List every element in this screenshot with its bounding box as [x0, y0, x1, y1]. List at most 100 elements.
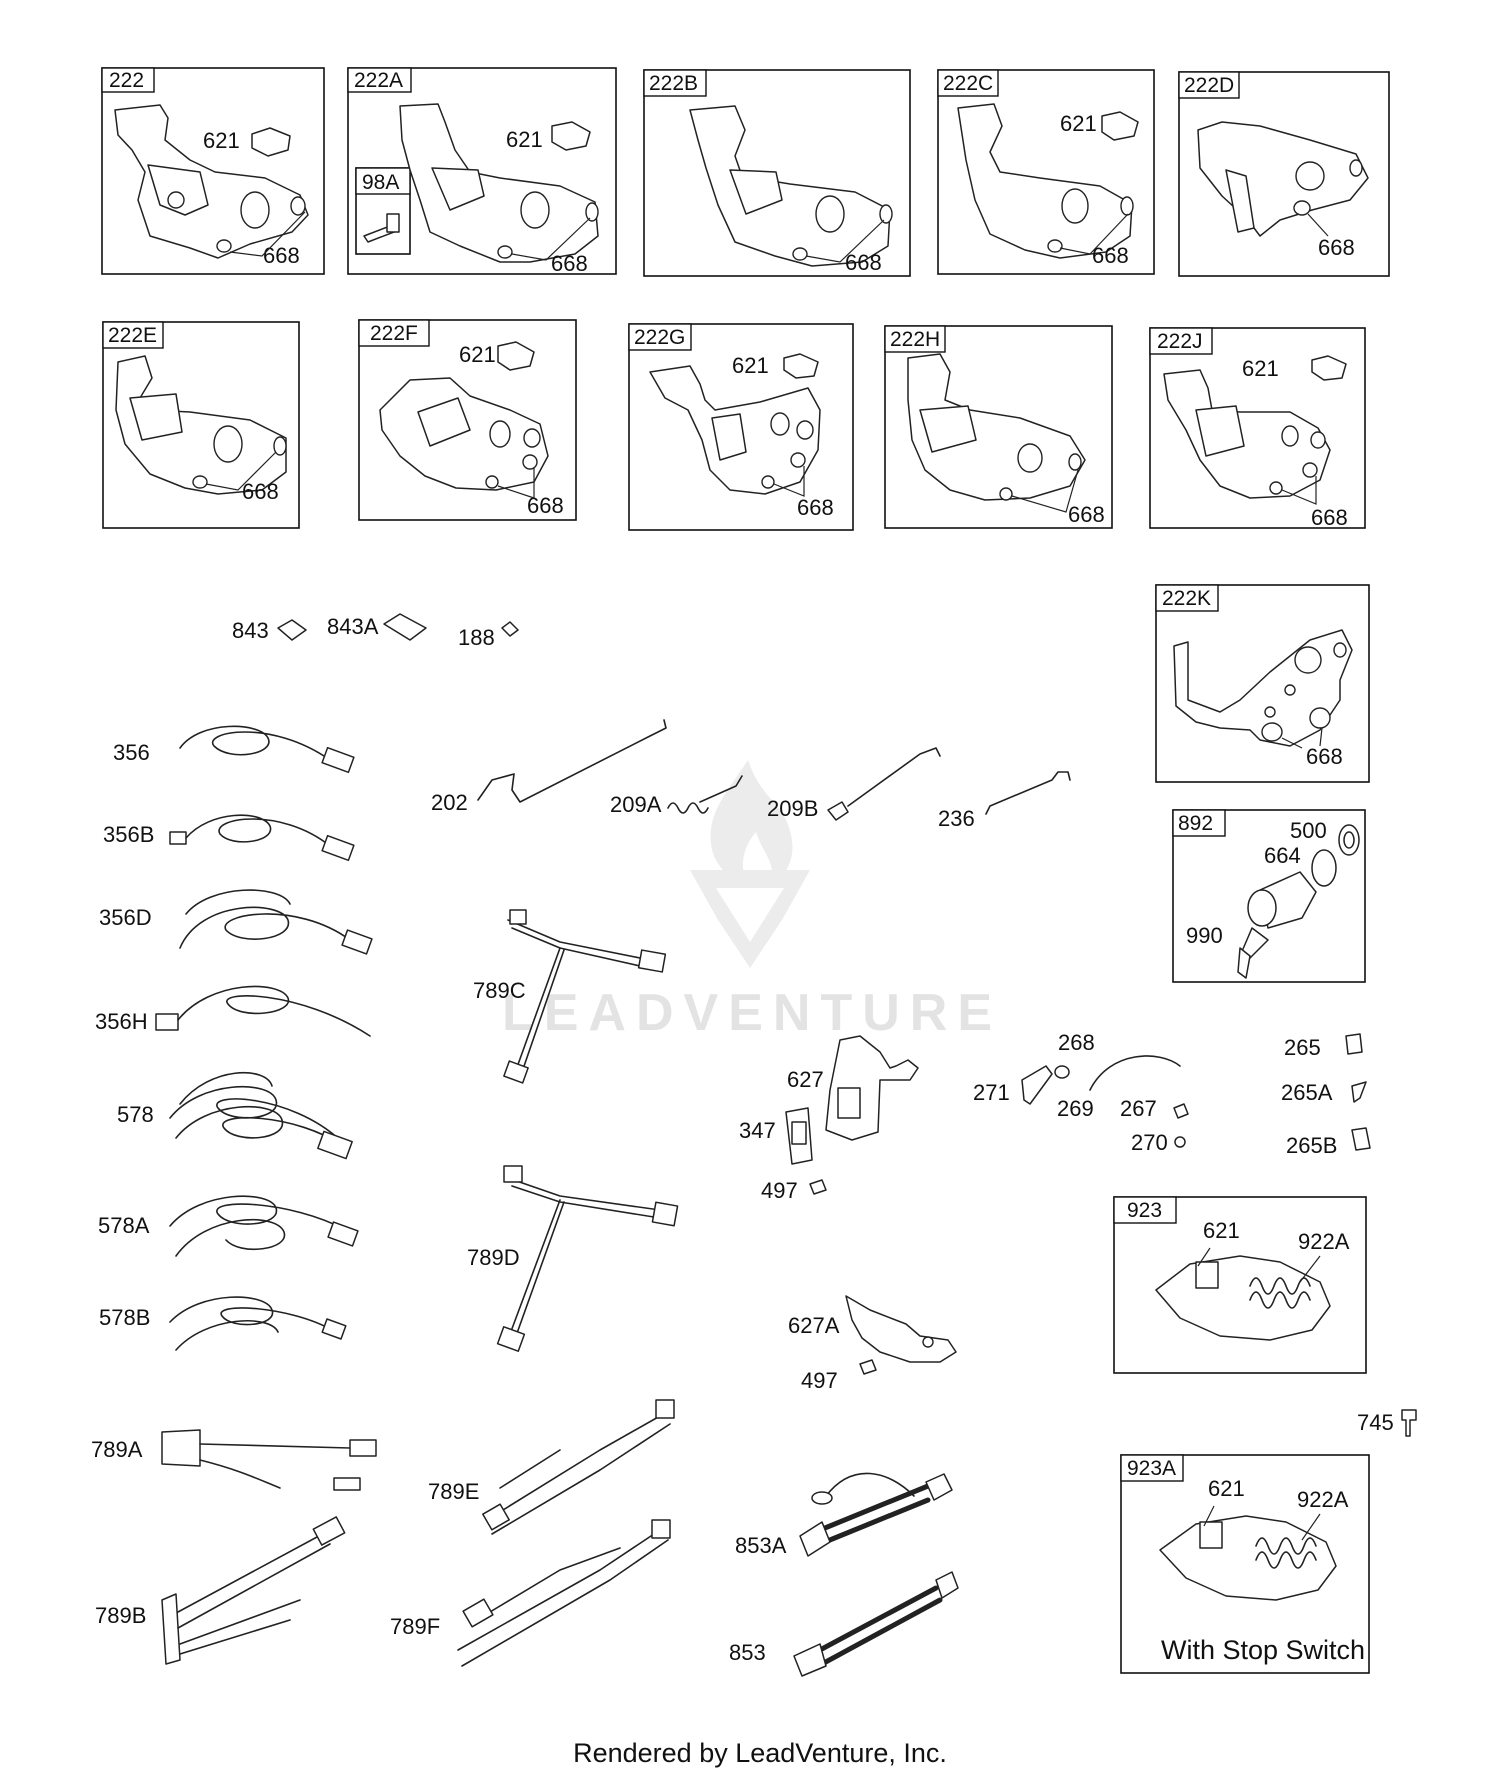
svg-text:209B: 209B	[767, 796, 818, 821]
watermark-text: LEADVENTURE	[502, 984, 1002, 1042]
box-222C: 222C 621 668	[937, 69, 1155, 275]
part-267: 267	[1120, 1096, 1189, 1121]
svg-text:789A: 789A	[91, 1437, 143, 1462]
box-222D: 222D 668	[1178, 71, 1390, 277]
svg-text:627A: 627A	[788, 1313, 840, 1338]
part-label: 621	[1060, 111, 1097, 136]
part-843A: 843A	[327, 613, 427, 641]
box-label: 222D	[1184, 74, 1234, 97]
part-789F: 789F	[390, 1519, 671, 1667]
clip-621	[251, 127, 291, 157]
part-label: 668	[1092, 243, 1129, 268]
part-label: 668	[527, 493, 564, 518]
part-789E: 789E	[428, 1399, 675, 1535]
box-label: 222K	[1162, 587, 1211, 610]
box-label: 923	[1127, 1199, 1162, 1222]
box-label: 923A	[1127, 1457, 1176, 1480]
part-label: 990	[1186, 923, 1223, 948]
box-label: 222	[109, 69, 144, 92]
svg-text:853A: 853A	[735, 1533, 787, 1558]
part-265B: 265B	[1286, 1127, 1371, 1158]
part-578: 578	[117, 1071, 353, 1160]
svg-text:789F: 789F	[390, 1614, 440, 1639]
svg-text:188: 188	[458, 625, 495, 650]
part-label: 922A	[1297, 1487, 1349, 1512]
box-222E: 222E 668	[102, 321, 300, 529]
part-356B: 356B	[103, 814, 355, 862]
svg-text:789B: 789B	[95, 1603, 146, 1628]
governor-bracket-drawing	[114, 104, 309, 259]
box-222A: 222A 98A 621 668	[347, 67, 617, 276]
svg-text:270: 270	[1131, 1130, 1168, 1155]
box-label: 98A	[362, 171, 399, 194]
svg-text:267: 267	[1120, 1096, 1157, 1121]
part-202: 202	[431, 719, 667, 815]
part-label: 668	[1306, 744, 1343, 769]
part-269: 269	[1054, 1065, 1094, 1121]
part-236: 236	[938, 771, 1071, 831]
svg-text:789D: 789D	[467, 1245, 520, 1270]
part-271: 271	[973, 1065, 1053, 1105]
part-789C: 789C	[473, 909, 667, 1084]
part-356: 356	[113, 725, 355, 774]
box-label: 222H	[890, 328, 940, 351]
svg-text:209A: 209A	[610, 792, 662, 817]
box-222F: 222F 621 668	[358, 319, 577, 521]
svg-text:578A: 578A	[98, 1213, 150, 1238]
part-497-b: 497	[801, 1359, 877, 1393]
part-label: 621	[506, 127, 543, 152]
svg-text:843: 843	[232, 618, 269, 643]
svg-text:265B: 265B	[1286, 1133, 1337, 1158]
control-bracket-assembly-stop-switch	[1159, 1505, 1337, 1601]
credit-text: Rendered by LeadVenture, Inc.	[573, 1738, 947, 1768]
svg-text:497: 497	[801, 1368, 838, 1393]
part-578B: 578B	[99, 1296, 347, 1351]
part-789B: 789B	[95, 1516, 346, 1665]
svg-text:356: 356	[113, 740, 150, 765]
box-label: 892	[1178, 812, 1213, 835]
svg-text:578: 578	[117, 1102, 154, 1127]
part-label: 922A	[1298, 1229, 1350, 1254]
part-label: 668	[845, 250, 882, 275]
part-356H: 356H	[95, 985, 371, 1037]
part-270: 270	[1131, 1130, 1186, 1155]
ignition-switch	[1237, 824, 1360, 979]
stop-switch-note: With Stop Switch	[1161, 1635, 1365, 1665]
box-label: 222B	[649, 72, 698, 95]
part-356D: 356D	[99, 889, 373, 955]
svg-text:356H: 356H	[95, 1009, 148, 1034]
svg-text:789E: 789E	[428, 1479, 479, 1504]
box-label: 222C	[943, 72, 993, 95]
svg-text:265: 265	[1284, 1035, 1321, 1060]
part-789A: 789A	[91, 1429, 377, 1491]
svg-text:497: 497	[761, 1178, 798, 1203]
svg-text:627: 627	[787, 1067, 824, 1092]
part-265: 265	[1284, 1033, 1363, 1060]
box-892: 892 500 664 990	[1172, 809, 1366, 983]
box-label: 222G	[634, 326, 685, 349]
box-label: 222E	[108, 324, 157, 347]
svg-text:347: 347	[739, 1118, 776, 1143]
svg-text:236: 236	[938, 806, 975, 831]
svg-text:202: 202	[431, 790, 468, 815]
svg-text:265A: 265A	[1281, 1080, 1333, 1105]
part-label: 668	[263, 243, 300, 268]
box-923A: 923A 621 922A With Stop Switch	[1120, 1454, 1370, 1674]
box-222J: 222J 621 668	[1149, 327, 1366, 530]
svg-text:269: 269	[1057, 1096, 1094, 1121]
svg-text:843A: 843A	[327, 614, 379, 639]
part-188: 188	[458, 621, 519, 650]
part-label: 664	[1264, 843, 1301, 868]
box-923: 923 621 922A	[1113, 1196, 1367, 1374]
part-853: 853	[729, 1571, 959, 1677]
part-label: 500	[1290, 818, 1327, 843]
svg-text:268: 268	[1058, 1030, 1095, 1055]
part-label: 621	[1242, 356, 1279, 381]
leadventure-watermark: LEADVENTURE	[502, 760, 1002, 1042]
svg-text:745: 745	[1357, 1410, 1394, 1435]
box-222B: 222B 668	[643, 69, 911, 277]
svg-text:356D: 356D	[99, 905, 152, 930]
part-578A: 578A	[98, 1195, 359, 1257]
part-label: 668	[797, 495, 834, 520]
